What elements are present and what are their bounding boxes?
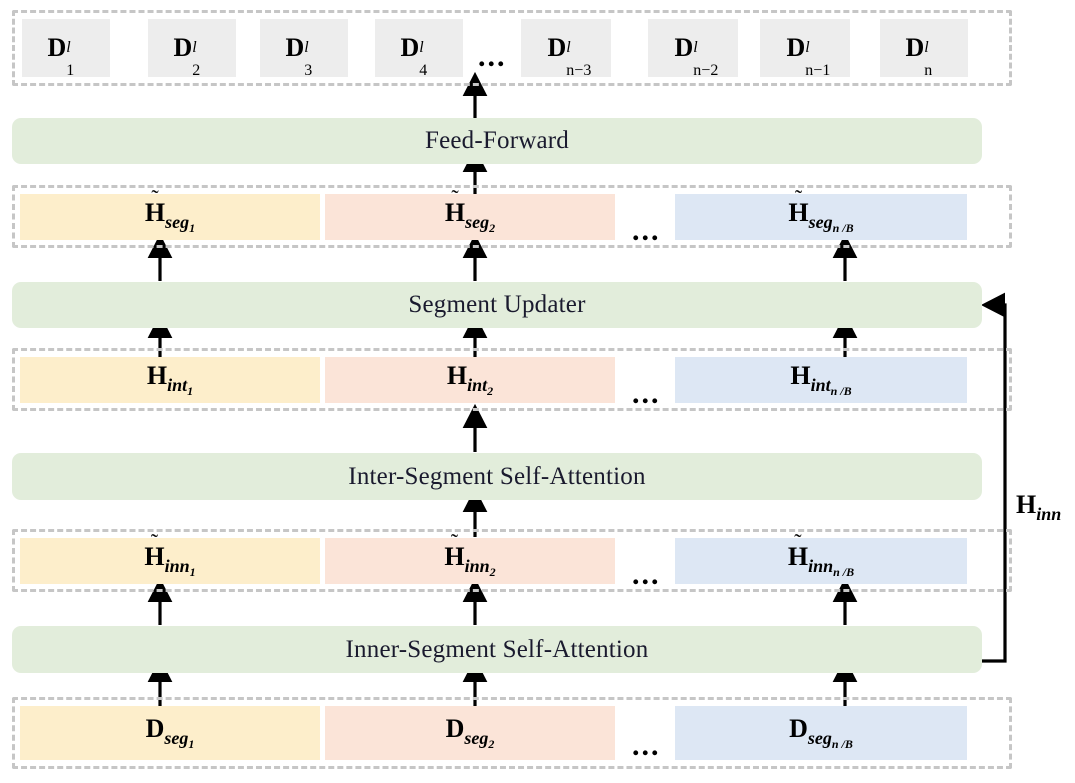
token-sup-n-2: l	[693, 39, 698, 56]
residual-label-sub: inn	[1036, 504, 1062, 525]
dseg-sub-2: seg2	[464, 728, 495, 752]
token-sup-n: l	[924, 39, 929, 56]
dseg-row-ellipsis: ...	[632, 729, 661, 762]
token-sub-4: 4	[419, 61, 428, 79]
op-bar-inter-segment-self-attention[interactable]: Inter-Segment Self-Attention	[12, 453, 982, 500]
token-sub-n-1: n−1	[805, 61, 831, 79]
segment-box-hinn-2: ˜Hinn2	[325, 530, 615, 584]
dseg-ssub-1: 1	[188, 737, 195, 752]
op-label-feed-forward: Feed-Forward	[424, 127, 570, 154]
token-sup-n-3: l	[566, 39, 571, 56]
hint-sub-3: intn /B	[810, 375, 852, 399]
hseg-ssub-2: 2	[489, 221, 496, 236]
segment-box-hint-3: Hintn /B	[675, 357, 967, 403]
token-sub-3: 3	[304, 61, 313, 79]
segment-box-hseg-2: ˜Hseg2	[325, 186, 615, 240]
segment-box-hint-2: Hint2	[325, 357, 615, 403]
segment-box-hinn-3: ˜Hinnn /B	[675, 530, 967, 584]
hint-row-ellipsis: ...	[632, 377, 661, 410]
residual-label-h-inn: Hinn	[1016, 490, 1062, 525]
hinn-row-ellipsis: ...	[632, 558, 661, 591]
hinn-sub-3: innn /B	[808, 556, 855, 580]
segment-box-dseg-1: Dseg1	[20, 706, 320, 760]
hinn-ssub-1: 1	[189, 565, 196, 580]
dseg-group	[12, 697, 1012, 769]
token-sub-2: 2	[192, 61, 201, 79]
segment-box-dseg-2: Dseg2	[325, 706, 615, 760]
token-sup-2: l	[192, 39, 197, 56]
dseg-sub-1: seg1	[164, 728, 195, 752]
segment-box-dseg-3: Dsegn /B	[675, 706, 967, 760]
segment-box-hint-1: Hint1	[20, 357, 320, 403]
output-token-group	[12, 10, 1012, 86]
hseg-group	[12, 185, 1012, 248]
hint-group	[12, 348, 1012, 411]
hint-ssub-1: 1	[187, 384, 194, 399]
hint-ssub-3: n /B	[830, 384, 852, 399]
dseg-ssub-3: n /B	[831, 737, 853, 752]
hinn-ssub-3: n /B	[833, 565, 855, 580]
segment-box-hinn-1: ˜Hinn1	[20, 530, 320, 584]
token-sub-1: 1	[66, 61, 75, 79]
hseg-ssub-3: n /B	[832, 221, 854, 236]
token-sub-n-3: n−3	[566, 61, 592, 79]
dseg-ssub-2: 2	[488, 737, 495, 752]
hinn-group	[12, 529, 1012, 592]
op-label-segment-updater: Segment Updater	[408, 291, 586, 318]
hint-sub-1: int1	[167, 375, 194, 399]
token-sup-4: l	[419, 39, 424, 56]
op-bar-feed-forward[interactable]: Feed-Forward	[12, 118, 982, 164]
token-sub-n: n	[924, 61, 933, 79]
output-row-ellipsis: ...	[478, 40, 507, 73]
token-sub-n-2: n−2	[693, 61, 719, 79]
hseg-sub-2: seg2	[465, 212, 496, 236]
hinn-ssub-2: 2	[489, 565, 496, 580]
op-label-inner-segment-self-attention: Inner-Segment Self-Attention	[345, 635, 649, 663]
segment-box-hseg-3: ˜Hsegn /B	[675, 186, 967, 240]
token-sup-n-1: l	[805, 39, 810, 56]
hseg-row-ellipsis: ...	[632, 214, 661, 247]
token-sup-1: l	[66, 39, 71, 56]
segment-box-hseg-1: ˜Hseg1	[20, 186, 320, 240]
hseg-sub-1: seg1	[165, 212, 196, 236]
op-bar-segment-updater[interactable]: Segment Updater	[12, 282, 982, 328]
hint-ssub-2: 2	[487, 384, 494, 399]
token-sup-3: l	[304, 39, 309, 56]
op-label-inter-segment-self-attention: Inter-Segment Self-Attention	[348, 462, 646, 490]
op-bar-inner-segment-self-attention[interactable]: Inner-Segment Self-Attention	[12, 626, 982, 673]
hinn-sub-2: inn2	[464, 556, 496, 580]
hseg-ssub-1: 1	[189, 221, 196, 236]
hinn-sub-1: inn1	[164, 556, 196, 580]
hint-sub-2: int2	[467, 375, 494, 399]
hseg-sub-3: segn /B	[808, 212, 854, 236]
dseg-sub-3: segn /B	[807, 728, 853, 752]
